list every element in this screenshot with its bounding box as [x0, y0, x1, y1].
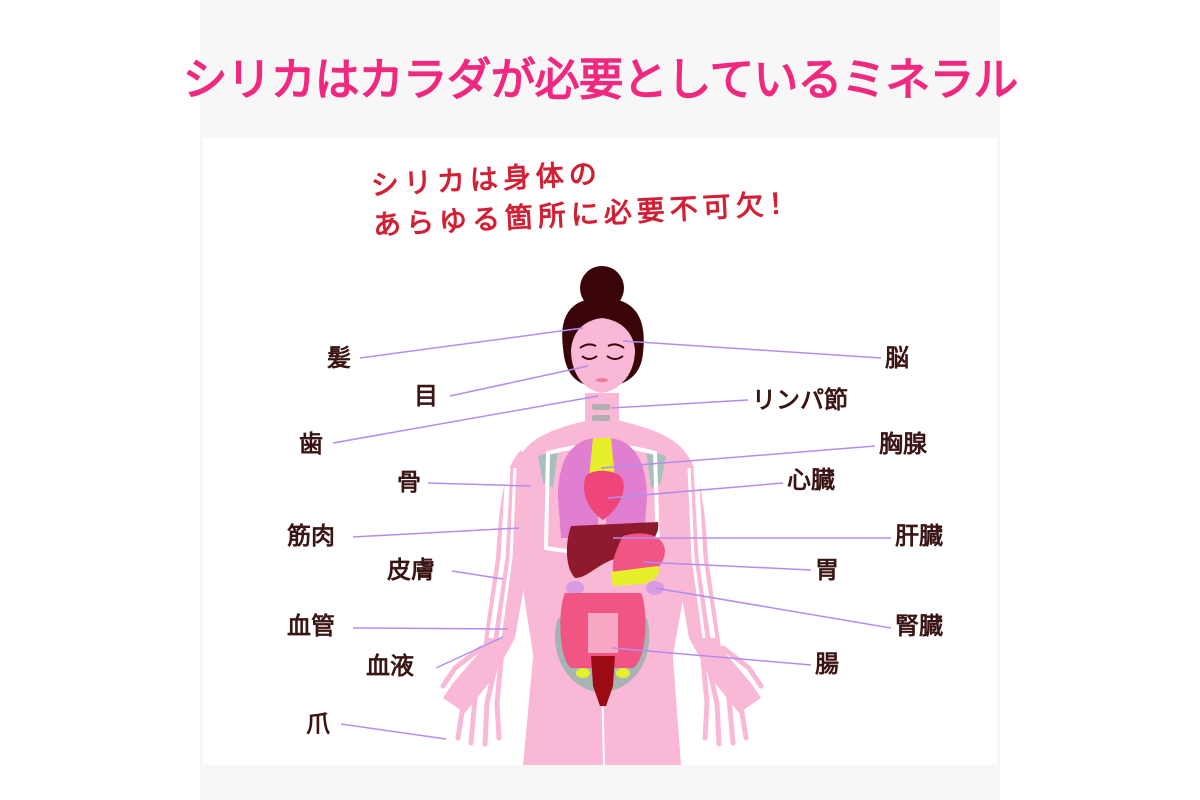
left-arm — [443, 450, 535, 713]
uterus — [591, 656, 615, 706]
pancreas — [611, 566, 660, 586]
infographic-panel: シリカはカラダが必要としているミネラル シリカは身体の あらゆる箇所に必要不可欠… — [183, 0, 1018, 800]
head — [562, 266, 644, 393]
page-title: シリカはカラダが必要としているミネラル — [182, 52, 1019, 106]
label-blood-vessel: 血管 — [287, 612, 335, 640]
label-teeth: 歯 — [299, 430, 323, 458]
label-liver: 肝臓 — [895, 522, 943, 550]
right-eye-icon — [606, 355, 624, 360]
face — [571, 318, 635, 393]
lungs — [558, 438, 647, 538]
label-skin: 皮膚 — [387, 556, 435, 584]
label-blood: 血液 — [366, 652, 414, 680]
label-thymus: 胸腺 — [879, 430, 927, 458]
label-lymph-node: リンパ節 — [752, 386, 848, 414]
label-bone: 骨 — [397, 468, 421, 496]
left-hand — [440, 645, 504, 747]
label-brain: 脳 — [885, 344, 909, 372]
label-eye: 目 — [414, 382, 438, 410]
body-illustration — [332, 266, 892, 765]
left-eye-icon — [581, 355, 598, 360]
header-band: シリカはカラダが必要としているミネラル — [183, 0, 1018, 138]
lips — [595, 378, 609, 383]
content-area: シリカは身体の あらゆる箇所に必要不可欠！ — [203, 138, 997, 765]
heart — [584, 470, 624, 520]
label-nail: 爪 — [306, 710, 330, 738]
neck — [585, 393, 619, 433]
label-heart: 心臓 — [787, 466, 835, 494]
leader-lines — [332, 327, 892, 740]
label-stomach: 胃 — [815, 556, 839, 584]
label-intestine: 腸 — [815, 650, 839, 678]
label-hair: 髪 — [327, 344, 351, 372]
right-hand — [700, 645, 764, 747]
label-kidney: 腎臓 — [895, 612, 943, 640]
label-muscle: 筋肉 — [287, 522, 335, 550]
